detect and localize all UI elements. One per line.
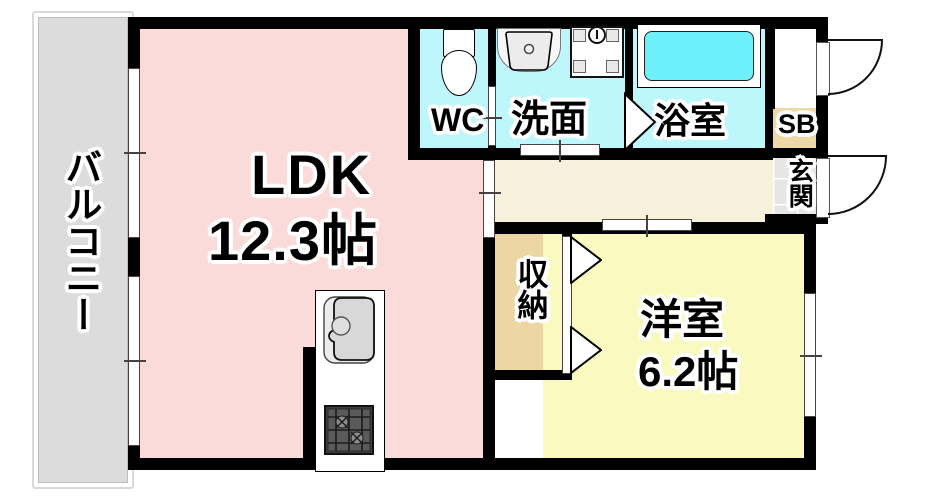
- closet-folding-door-upper-icon[interactable]: [570, 236, 602, 284]
- entrance-door-swing-icon: [827, 155, 888, 215]
- wc-door[interactable]: [488, 86, 496, 146]
- closet-folding-door-lower-icon[interactable]: [570, 326, 602, 374]
- bedroom-window-mullion: [800, 355, 822, 357]
- bathtub: [644, 31, 754, 81]
- wall-sb-bottom: [765, 148, 827, 158]
- wall-left-mid-seg: [128, 237, 140, 277]
- ldk-hall-sliding-door-mark: [479, 192, 501, 194]
- ldk-hall-sliding-door[interactable]: [483, 160, 495, 238]
- wall-ldk-wet: [408, 17, 420, 160]
- washroom-hall-door-mark: [559, 140, 561, 162]
- balcony-window-upper-mullion: [124, 152, 146, 154]
- outer-door-top-right-leaf[interactable]: [816, 42, 830, 96]
- wall-entrance-void-left: [765, 17, 775, 109]
- wall-entrance-bottom: [765, 214, 828, 224]
- wm-foot-tr: [606, 29, 619, 42]
- wall-left-top-seg: [128, 17, 140, 69]
- entrance-door-leaf[interactable]: [816, 158, 830, 218]
- wall-closet-bottom: [483, 370, 572, 380]
- bath-label: 浴室: [654, 100, 727, 141]
- wc-label: WC: [431, 102, 485, 138]
- ldk-size-label: 12.3帖: [208, 209, 378, 272]
- outer-door-top-right-swing-icon: [827, 39, 884, 95]
- shoebox-label: SB: [778, 109, 816, 139]
- wall-washroom-bath: [625, 17, 633, 85]
- balcony-label: バルコニー: [59, 148, 101, 333]
- balcony-window-lower-mullion: [124, 360, 146, 362]
- wc-door-mark: [482, 117, 502, 119]
- washbasin-icon: [505, 31, 553, 71]
- wm-foot-bl: [573, 60, 586, 73]
- toilet-bowl: [441, 50, 477, 96]
- gas-stove-icon: [324, 405, 374, 455]
- bedroom-label: 洋室: [640, 296, 725, 343]
- wm-foot-br: [606, 60, 619, 73]
- bedroom-size-label: 6.2帖: [638, 348, 739, 395]
- wall-kitchen-stub: [303, 347, 315, 465]
- kitchen-sink-icon: [323, 296, 375, 364]
- room-balcony: [38, 17, 128, 483]
- ldk-label: LDK: [251, 143, 373, 206]
- bath-folding-door-icon[interactable]: [624, 92, 656, 152]
- entrance-label: 玄関: [785, 158, 814, 208]
- hall-bedroom-sliding-door-mark: [646, 215, 648, 237]
- closet-label: 収納: [512, 258, 548, 320]
- washing-machine-faucet-icon: [588, 26, 606, 44]
- wall-wc-washroom-top: [488, 17, 496, 87]
- washroom-label: 洗面: [511, 99, 588, 141]
- wall-bottom: [128, 458, 816, 470]
- wall-ldk-hall-lower: [483, 230, 495, 470]
- wm-foot-tl: [573, 29, 586, 42]
- wall-right-bedroom-upper: [804, 222, 816, 294]
- wall-right-bedroom-lower: [804, 416, 816, 470]
- closet-door-panel[interactable]: [562, 236, 572, 374]
